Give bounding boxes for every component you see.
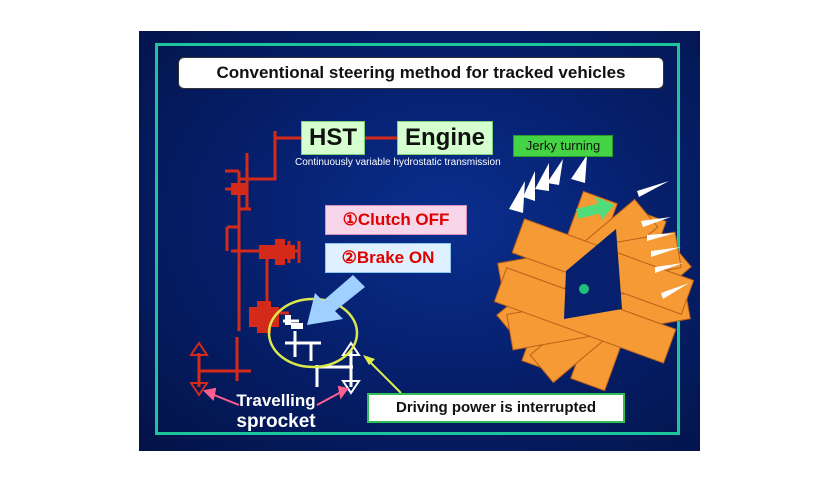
clutch-off-label: ①Clutch OFF [325, 205, 467, 235]
driving-arrow-icon [363, 355, 402, 394]
white-clutch-icon [285, 315, 303, 329]
sprocket-label: sprocket [236, 411, 316, 432]
jerky-turning-label: Jerky turning [513, 135, 613, 157]
right-sprocket-icon [341, 341, 361, 395]
sprocket-pointer-arrows [202, 385, 349, 406]
slide: Conventional steering method for tracked… [139, 31, 700, 451]
left-sprocket-icon [189, 341, 209, 397]
brake-on-label: ②Brake ON [325, 243, 451, 273]
hst-description: Continuously variable hydrostatic transm… [295, 157, 501, 168]
gear-blocks [231, 183, 295, 333]
travelling-label: Travelling [236, 391, 316, 410]
drivetrain-schematic [197, 153, 301, 387]
engine-box: Engine [397, 121, 493, 155]
brake-highlight-ellipse [267, 297, 359, 369]
slide-frame [155, 43, 680, 435]
vehicle-center-gap [564, 229, 622, 319]
pivot-dot-icon [579, 284, 589, 294]
pointer-arrow-icon [307, 275, 365, 325]
tracked-vehicle-illustration [493, 190, 695, 392]
right-arrow-icon [576, 196, 615, 221]
slide-title: Conventional steering method for tracked… [178, 57, 664, 89]
diagram-canvas [189, 131, 695, 406]
hst-box: HST [301, 121, 365, 155]
jerk-spike-marks [509, 155, 689, 299]
driving-power-label: Driving power is interrupted [367, 393, 625, 423]
